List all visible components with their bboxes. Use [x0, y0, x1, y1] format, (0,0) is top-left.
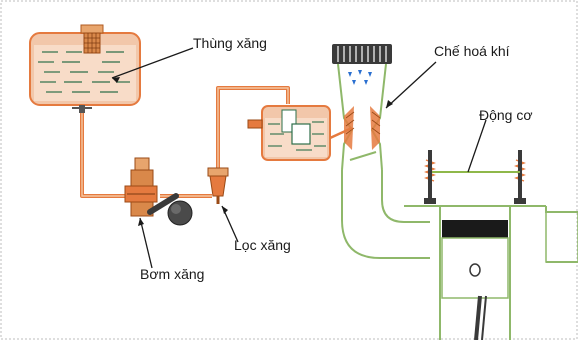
label-fuel-tank: Thùng xăng	[193, 36, 267, 50]
fuel-pump	[125, 158, 192, 225]
label-carburetor: Chế hoá khí	[434, 44, 510, 58]
label-fuel-filter: Lọc xăng	[234, 238, 291, 252]
fuel-filter	[208, 168, 228, 204]
engine	[404, 150, 578, 340]
fuel-tank	[30, 25, 140, 113]
carburetor	[330, 44, 392, 170]
label-fuel-pump: Bơm xăng	[140, 267, 204, 281]
intake-manifold	[342, 170, 430, 258]
label-engine: Động cơ	[479, 108, 533, 122]
leader-arrowheads	[112, 77, 393, 226]
float-chamber	[248, 106, 330, 160]
